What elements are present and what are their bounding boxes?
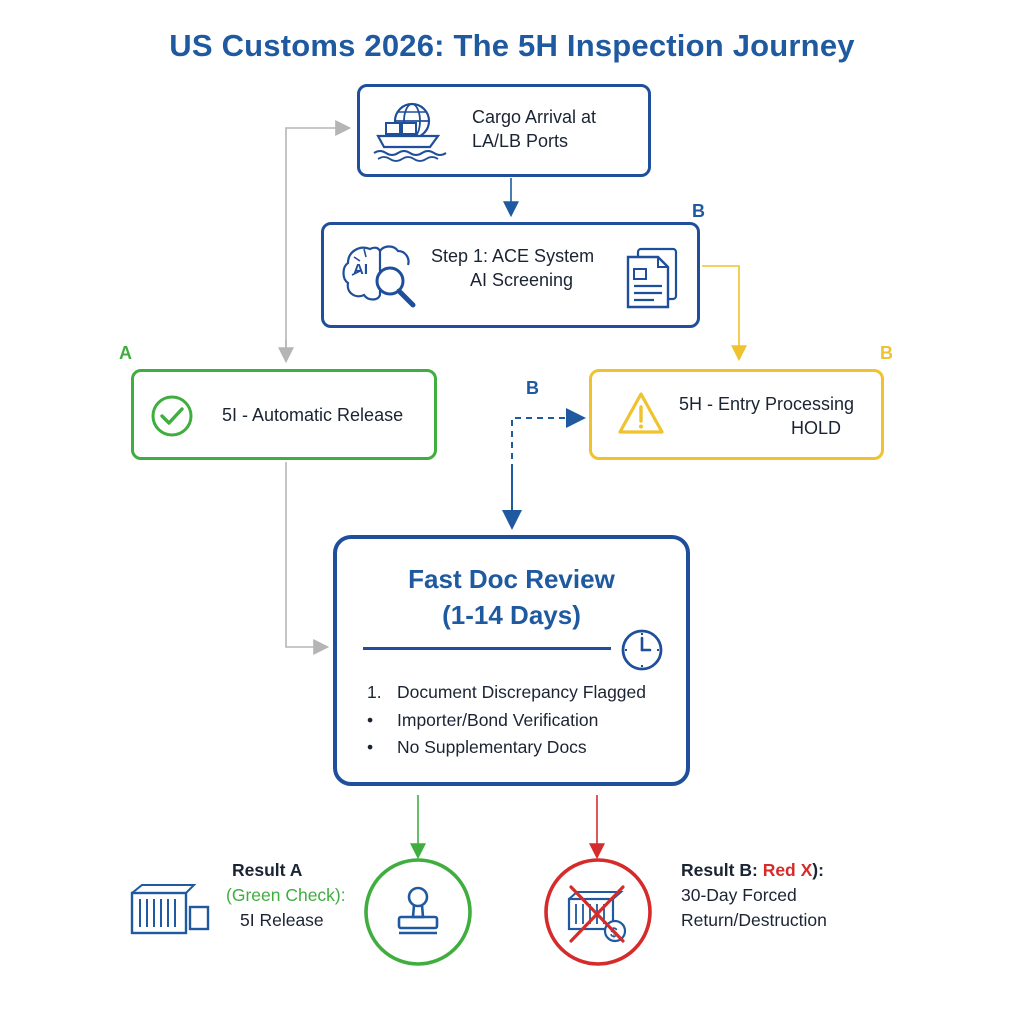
shipping-container-icon <box>128 883 212 944</box>
review-title-line1: Fast Doc Review <box>408 564 615 594</box>
review-divider <box>363 647 611 650</box>
connector-dashed-to-hold <box>511 408 586 525</box>
arrival-line2: LA/LB Ports <box>472 131 569 151</box>
result-a-label: Result A (Green Check): 5I Release <box>226 858 346 933</box>
approval-stamp-icon <box>397 886 439 935</box>
connector-gray-loop-up <box>285 120 352 360</box>
hold-line1: 5H - Entry Processing <box>679 394 855 414</box>
warning-triangle-icon <box>616 390 666 441</box>
documents-icon <box>624 245 682 316</box>
cargo-arrival-box: Cargo Arrival at LA/LB Ports <box>357 84 651 177</box>
result-a-stamp-circle <box>363 857 473 967</box>
screening-line2: AI Screening <box>470 270 574 290</box>
review-item: 1.Document Discrepancy Flagged <box>367 682 647 702</box>
branch-label-a: A <box>119 343 132 363</box>
result-b-line3: Return/Destruction <box>681 910 827 930</box>
result-b-label: Result B: Red X): 30-Day Forced Return/D… <box>681 858 827 933</box>
result-b-line2: 30-Day Forced <box>681 885 797 905</box>
branch-label-b-dashed: B <box>526 378 539 398</box>
result-b-line1: Result B: Red X): <box>681 860 824 880</box>
fast-doc-review-box: Fast Doc Review (1-14 Days) 1.Document D… <box>333 535 690 786</box>
review-checklist: 1.Document Discrepancy Flagged •Importer… <box>367 679 646 762</box>
entry-processing-hold-box: 5H - Entry Processing HOLD <box>589 369 884 460</box>
result-a-line1: Result A <box>232 860 303 880</box>
connector-gray-release-to-review <box>285 462 330 655</box>
ace-screening-box: AI Step 1: ACE System AI Screening <box>321 222 700 328</box>
arrival-line1: Cargo Arrival at <box>472 107 597 127</box>
page-title: US Customs 2026: The 5H Inspection Journ… <box>169 28 855 63</box>
screening-line1: Step 1: ACE System <box>431 246 595 266</box>
result-a-line2: (Green Check): <box>226 885 346 905</box>
release-text: 5I - Automatic Release <box>222 405 404 425</box>
check-circle-icon <box>150 394 194 443</box>
automatic-release-box: 5I - Automatic Release <box>131 369 437 460</box>
review-title-line2: (1-14 Days) <box>442 600 581 630</box>
review-item: •Importer/Bond Verification <box>367 709 599 730</box>
clock-icon <box>619 627 665 678</box>
result-a-line3: 5I Release <box>240 910 324 930</box>
cargo-ship-icon <box>372 101 448 168</box>
red-x-icon <box>569 885 625 943</box>
result-b-rejected-circle: $ <box>543 857 653 967</box>
connector-screening-to-hold <box>702 265 747 362</box>
review-item: •No Supplementary Docs <box>367 737 587 757</box>
branch-label-b-screening: B <box>692 201 705 221</box>
ai-brain-search-icon: AI <box>340 241 420 316</box>
branch-label-b-hold: B <box>880 343 893 363</box>
svg-text:AI: AI <box>353 261 368 278</box>
hold-line2: HOLD <box>791 418 842 438</box>
